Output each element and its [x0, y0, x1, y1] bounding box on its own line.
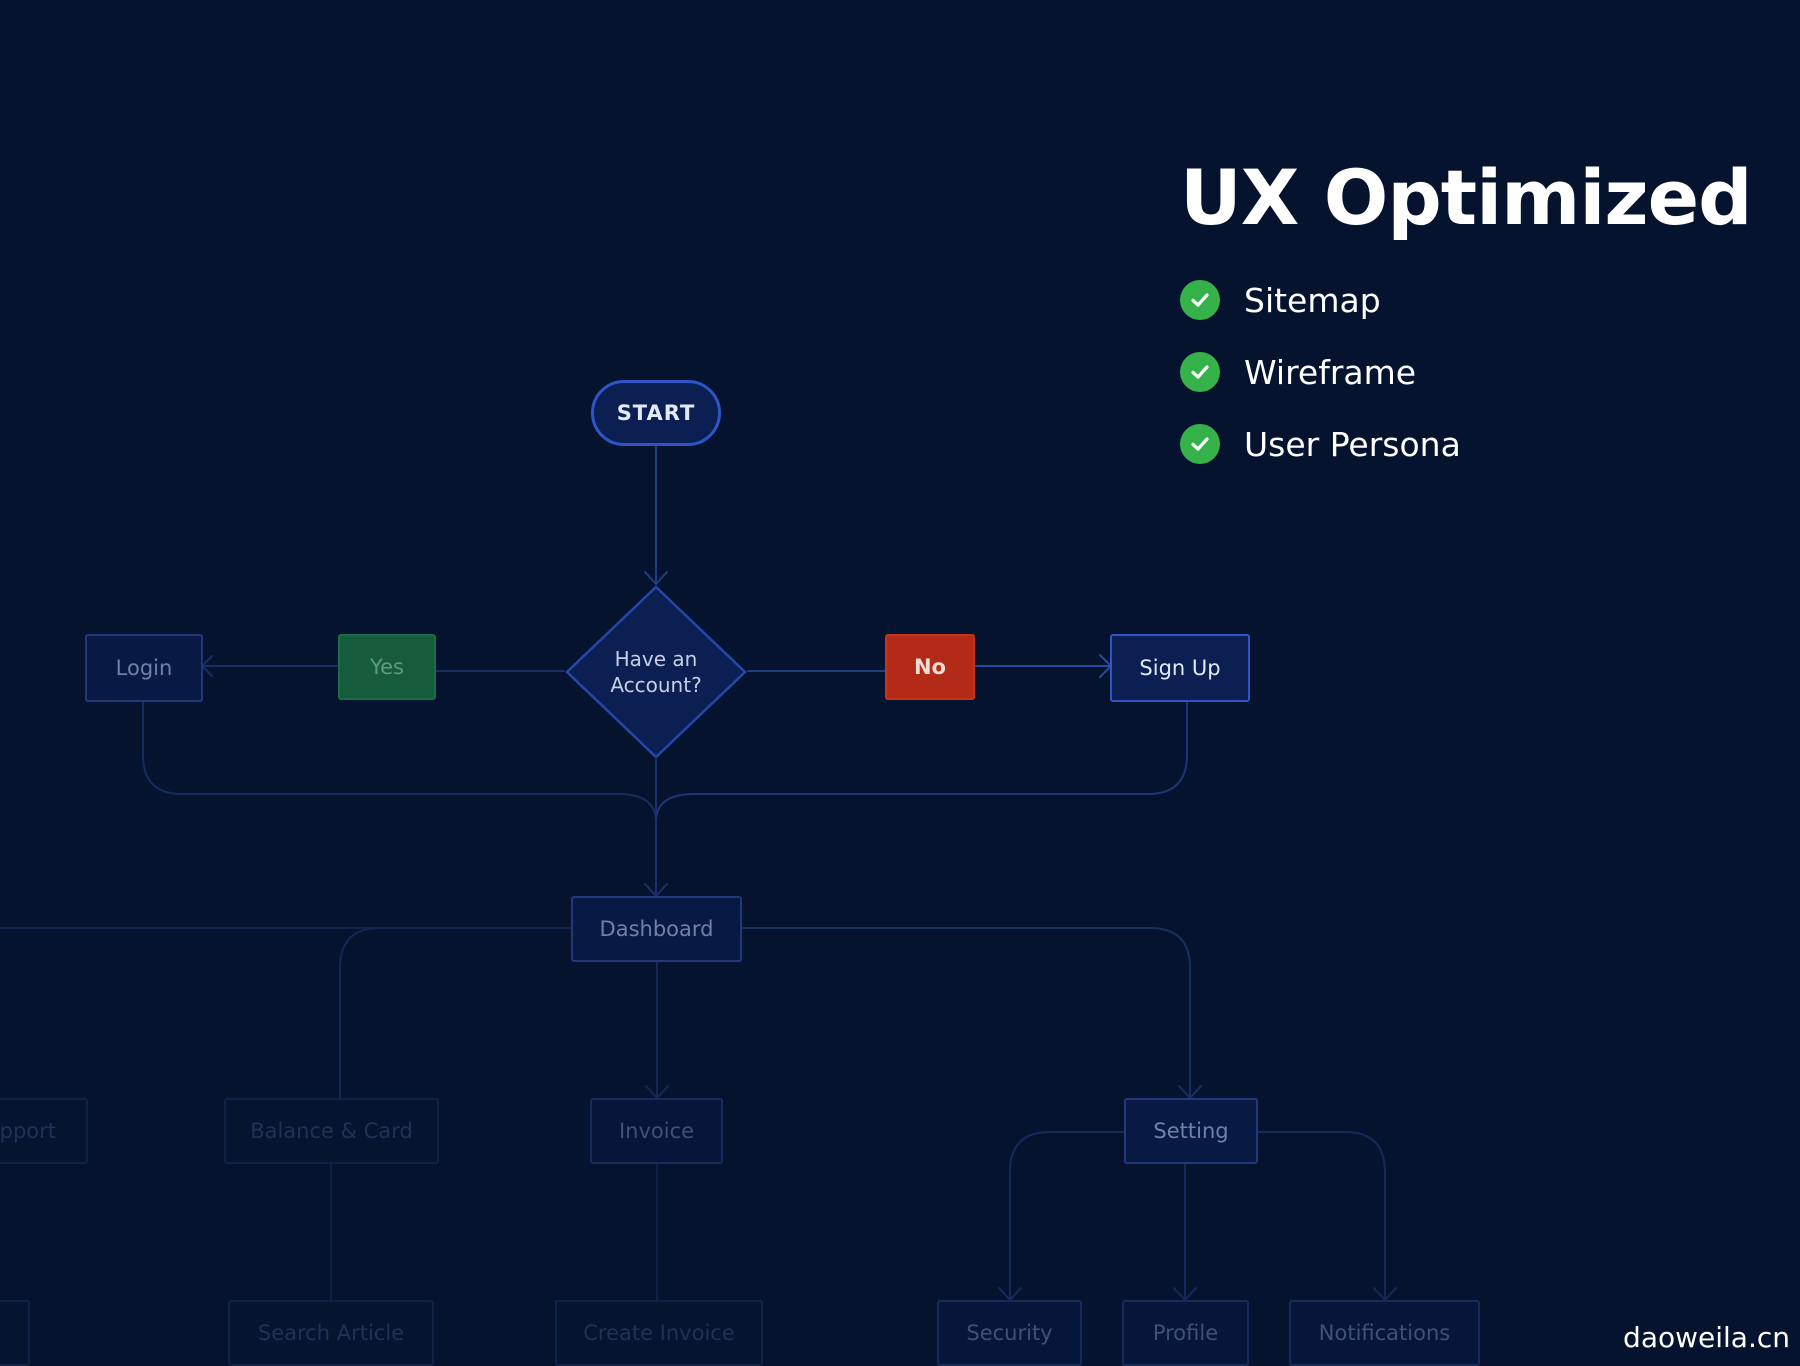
profile-node[interactable]: Profile	[1122, 1300, 1249, 1366]
check-circle-icon	[1180, 424, 1220, 464]
decision-diamond-shape	[565, 585, 747, 759]
check-circle-icon	[1180, 280, 1220, 320]
connector-dashboard-balance	[339, 927, 572, 1099]
features-panel: UX Optimized Sitemap Wireframe User Pers…	[1180, 150, 1780, 480]
watermark: daoweila.cn	[1623, 1321, 1790, 1354]
support-node[interactable]: pport	[0, 1098, 88, 1164]
feature-label: Wireframe	[1244, 352, 1417, 392]
feature-item-sitemap: Sitemap	[1180, 264, 1780, 336]
yes-label: Yes	[338, 634, 436, 700]
notifications-node[interactable]: Notifications	[1289, 1300, 1480, 1366]
no-label: No	[885, 634, 975, 700]
create-invoice-node[interactable]: Create Invoice	[555, 1300, 763, 1366]
balance-card-node[interactable]: Balance & Card	[224, 1098, 439, 1164]
security-node[interactable]: Security	[937, 1300, 1082, 1366]
left-edge-node[interactable]	[0, 1300, 30, 1366]
decision-node[interactable]: Have an Account?	[564, 584, 748, 760]
feature-item-wireframe: Wireframe	[1180, 336, 1780, 408]
feature-label: Sitemap	[1244, 280, 1381, 320]
dashboard-node[interactable]: Dashboard	[571, 896, 742, 962]
setting-node[interactable]: Setting	[1124, 1098, 1258, 1164]
connector-setting-notifications	[1257, 1131, 1386, 1301]
connector-login-merge	[142, 701, 657, 823]
decision-label-line1: Have an	[614, 647, 698, 671]
feature-item-user-persona: User Persona	[1180, 408, 1780, 480]
check-circle-icon	[1180, 352, 1220, 392]
login-node[interactable]: Login	[85, 634, 203, 702]
signup-node[interactable]: Sign Up	[1110, 634, 1250, 702]
panel-title: UX Optimized	[1180, 153, 1753, 242]
start-node[interactable]: START	[591, 380, 721, 446]
connector-dashboard-setting	[740, 927, 1191, 1099]
connector-signup-merge	[655, 701, 1188, 823]
decision-label-line2: Account?	[610, 673, 702, 697]
invoice-node[interactable]: Invoice	[590, 1098, 723, 1164]
arrowhead-decision	[644, 571, 668, 585]
decision-label: Have an Account?	[564, 584, 748, 760]
search-article-node[interactable]: Search Article	[228, 1300, 434, 1366]
feature-label: User Persona	[1244, 424, 1461, 464]
connector-setting-security	[1009, 1131, 1125, 1301]
